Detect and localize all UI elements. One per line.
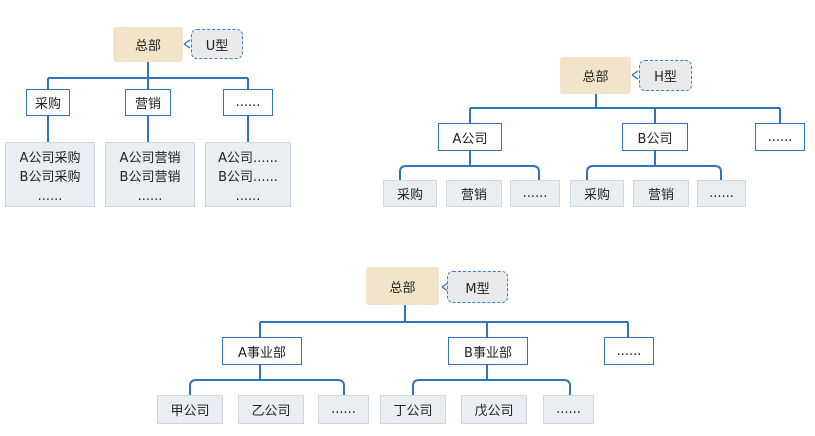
m-division-a: A事业部 bbox=[222, 337, 302, 365]
u-type-tag: U型 bbox=[191, 29, 243, 59]
h-company-b: B公司 bbox=[622, 123, 688, 151]
u-detail-marketing: A公司营销 B公司营销 ...... bbox=[105, 142, 195, 207]
u-detail-more: A公司...... B公司...... ...... bbox=[205, 142, 291, 207]
m-b-company-wu: 戊公司 bbox=[461, 395, 527, 424]
u-dept-marketing: 营销 bbox=[125, 89, 171, 116]
m-b-more: ...... bbox=[543, 395, 594, 424]
h-b-marketing: 营销 bbox=[633, 180, 689, 207]
u-hq-node: 总部 bbox=[113, 27, 183, 62]
m-b-company-ding: 丁公司 bbox=[380, 395, 446, 424]
h-company-a: A公司 bbox=[438, 123, 502, 151]
h-b-more: ...... bbox=[697, 180, 746, 207]
h-a-marketing: 营销 bbox=[446, 180, 502, 207]
m-hq-node: 总部 bbox=[366, 267, 439, 305]
u-detail-line: B公司...... bbox=[218, 170, 278, 185]
h-a-procurement: 采购 bbox=[383, 180, 437, 207]
h-a-more: ...... bbox=[510, 180, 560, 207]
u-detail-line: ...... bbox=[235, 189, 261, 204]
m-division-more: ...... bbox=[604, 337, 654, 365]
m-type-tag: M型 bbox=[447, 271, 508, 303]
m-a-more: ...... bbox=[318, 395, 369, 424]
u-detail-line: B公司采购 bbox=[19, 170, 81, 185]
h-company-more: ...... bbox=[755, 123, 805, 151]
h-type-tag: H型 bbox=[639, 60, 692, 91]
u-detail-line: A公司...... bbox=[218, 151, 278, 166]
m-a-company-jia: 甲公司 bbox=[157, 395, 223, 424]
h-b-procurement: 采购 bbox=[570, 180, 624, 207]
u-dept-procurement: 采购 bbox=[26, 89, 70, 116]
h-hq-node: 总部 bbox=[560, 57, 631, 94]
u-dept-more: ...... bbox=[223, 89, 273, 116]
u-detail-procurement: A公司采购 B公司采购 ...... bbox=[5, 142, 95, 207]
u-detail-line: B公司营销 bbox=[119, 170, 181, 185]
m-a-company-yi: 乙公司 bbox=[238, 395, 304, 424]
u-detail-line: A公司营销 bbox=[119, 151, 181, 166]
u-detail-line: ...... bbox=[137, 189, 163, 204]
m-division-b: B事业部 bbox=[448, 337, 528, 365]
u-detail-line: A公司采购 bbox=[19, 151, 81, 166]
u-detail-line: ...... bbox=[37, 189, 63, 204]
